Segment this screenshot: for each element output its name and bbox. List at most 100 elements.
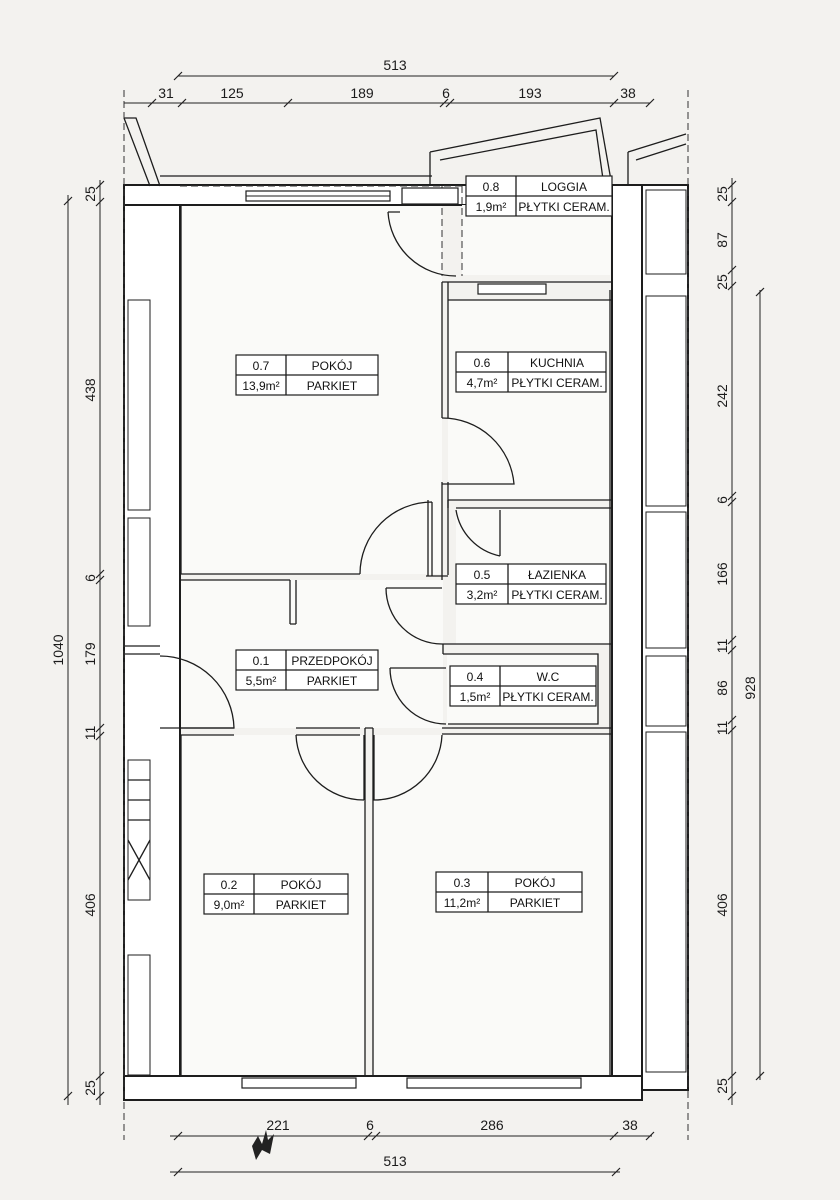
room-area: 5,5m² (246, 674, 277, 688)
neighbour-window-top (645, 189, 687, 275)
dim-top-seg-31: 31 (158, 85, 174, 101)
room-number: 0.4 (467, 670, 484, 684)
floor-loggia (462, 205, 610, 275)
room-floor: PŁYTKI CERAM. (511, 588, 602, 602)
wall-02-03 (364, 727, 374, 1076)
loggia-left-rail (123, 117, 161, 187)
dim-bottom-total: 513 (383, 1153, 407, 1169)
dim-top-seg-ticks (147, 98, 655, 108)
neighbour-window-1 (645, 295, 687, 507)
room-name: POKÓJ (281, 877, 322, 892)
window-left-hatch (127, 779, 151, 881)
neighbour-window-4 (645, 731, 687, 1073)
dim-right-seg-406: 406 (714, 893, 730, 917)
dim-left-seg-11: 11 (82, 726, 98, 741)
floor-room-06 (448, 300, 610, 500)
dim-left-seg-406: 406 (82, 893, 98, 917)
dim-left-seg-25a: 25 (82, 186, 98, 202)
window-room-03 (406, 1077, 582, 1089)
room-label-06: 0.6 KUCHNIA 4,7m² PŁYTKI CERAM. (455, 351, 607, 393)
window-kitchen (477, 283, 547, 295)
room-floor: PŁYTKI CERAM. (511, 376, 602, 390)
room-number: 0.6 (474, 356, 491, 370)
dim-top-seg-6: 6 (442, 85, 450, 101)
entrance-threshold (124, 645, 160, 655)
room-floor: PŁYTKI CERAM. (518, 200, 609, 214)
dim-right-seg-86: 86 (714, 680, 730, 696)
room-name: KUCHNIA (530, 356, 584, 370)
room-name: PRZEDPOKÓJ (291, 653, 372, 668)
window-left-07 (127, 299, 151, 511)
dim-right-seg-11a: 11 (714, 639, 730, 654)
room-area: 3,2m² (467, 588, 498, 602)
room-area: 13,9m² (242, 379, 279, 393)
window-left-07b (127, 517, 151, 627)
room-area: 1,5m² (460, 690, 491, 704)
dim-right-seg-11b: 11 (714, 721, 730, 736)
dim-right-seg-ticks (727, 180, 737, 1101)
loggia-right-rail (627, 133, 687, 186)
room-label-grid (456, 352, 606, 392)
dim-bottom-seg-6: 6 (366, 1117, 374, 1133)
room-label-grid (450, 666, 596, 706)
dim-right-seg-6: 6 (714, 496, 730, 504)
wall-07-06 (441, 281, 612, 418)
dim-bottom-seg-ticks (173, 1131, 655, 1141)
room-label-04: 0.4 W.C 1,5m² PŁYTKI CERAM. (449, 665, 597, 707)
interior-walls (180, 206, 612, 1076)
dim-right-total: 928 (742, 676, 758, 700)
room-label-grid (436, 872, 582, 912)
room-name: LOGGIA (541, 180, 587, 194)
room-label-05: 0.5 ŁAZIENKA 3,2m² PŁYTKI CERAM. (455, 563, 607, 605)
extension-lines (123, 90, 689, 1140)
room-floor: PŁYTKI CERAM. (502, 690, 593, 704)
wall-07-01 (181, 573, 360, 625)
doors (124, 211, 515, 801)
door-kitchen-leaf (455, 509, 501, 557)
wall-05-04 (442, 643, 612, 725)
dim-left-seg-438: 438 (82, 378, 98, 402)
dim-top-seg-125: 125 (220, 85, 244, 101)
room-floor: PARKIET (307, 674, 358, 688)
dim-left-seg-6: 6 (82, 574, 98, 582)
wall-06-05 (447, 499, 612, 509)
dim-right-seg-166: 166 (714, 562, 730, 586)
door-room-02 (295, 734, 365, 801)
room-name: POKÓJ (515, 875, 556, 890)
door-room-07 (359, 501, 433, 576)
door-kitchen (441, 417, 515, 485)
room-floor: PARKIET (307, 379, 358, 393)
room-label-grid (236, 650, 378, 690)
dim-left-seg-25b: 25 (82, 1080, 98, 1096)
door-loggia (387, 211, 457, 277)
room-area: 1,9m² (476, 200, 507, 214)
dim-bottom-seg-221: 221 (266, 1117, 290, 1133)
dim-left-total-ticks (63, 196, 73, 1101)
wall-01-rooms (181, 727, 612, 736)
dim-right-seg-25a: 25 (714, 186, 730, 202)
room-name: ŁAZIENKA (528, 568, 586, 582)
room-number: 0.8 (483, 180, 500, 194)
door-room-03 (373, 734, 443, 801)
window-left-lower (127, 954, 151, 1076)
dim-left-seg-179: 179 (82, 642, 98, 666)
room-number: 0.7 (253, 359, 270, 373)
room-label-grid (236, 355, 378, 395)
dim-right-seg-87: 87 (714, 232, 730, 248)
window-room-02 (241, 1077, 357, 1089)
window-left-upper (127, 759, 151, 901)
room-name: W.C (537, 670, 560, 684)
loggia-balustrade (429, 117, 613, 187)
door-entrance (159, 655, 235, 729)
room-label-grid (204, 874, 348, 914)
room-label-07: 0.7 POKÓJ 13,9m² PARKIET (235, 354, 379, 396)
room-number: 0.5 (474, 568, 491, 582)
outer-wall-right (611, 184, 643, 1091)
dim-top-seg-38: 38 (620, 85, 636, 101)
dim-bottom-seg-38: 38 (622, 1117, 638, 1133)
dim-left-seg-ticks (95, 180, 105, 1101)
wall-stub (426, 482, 449, 580)
room-label-01: 0.1 PRZEDPOKÓJ 5,5m² PARKIET (235, 649, 379, 691)
room-number: 0.2 (221, 878, 238, 892)
